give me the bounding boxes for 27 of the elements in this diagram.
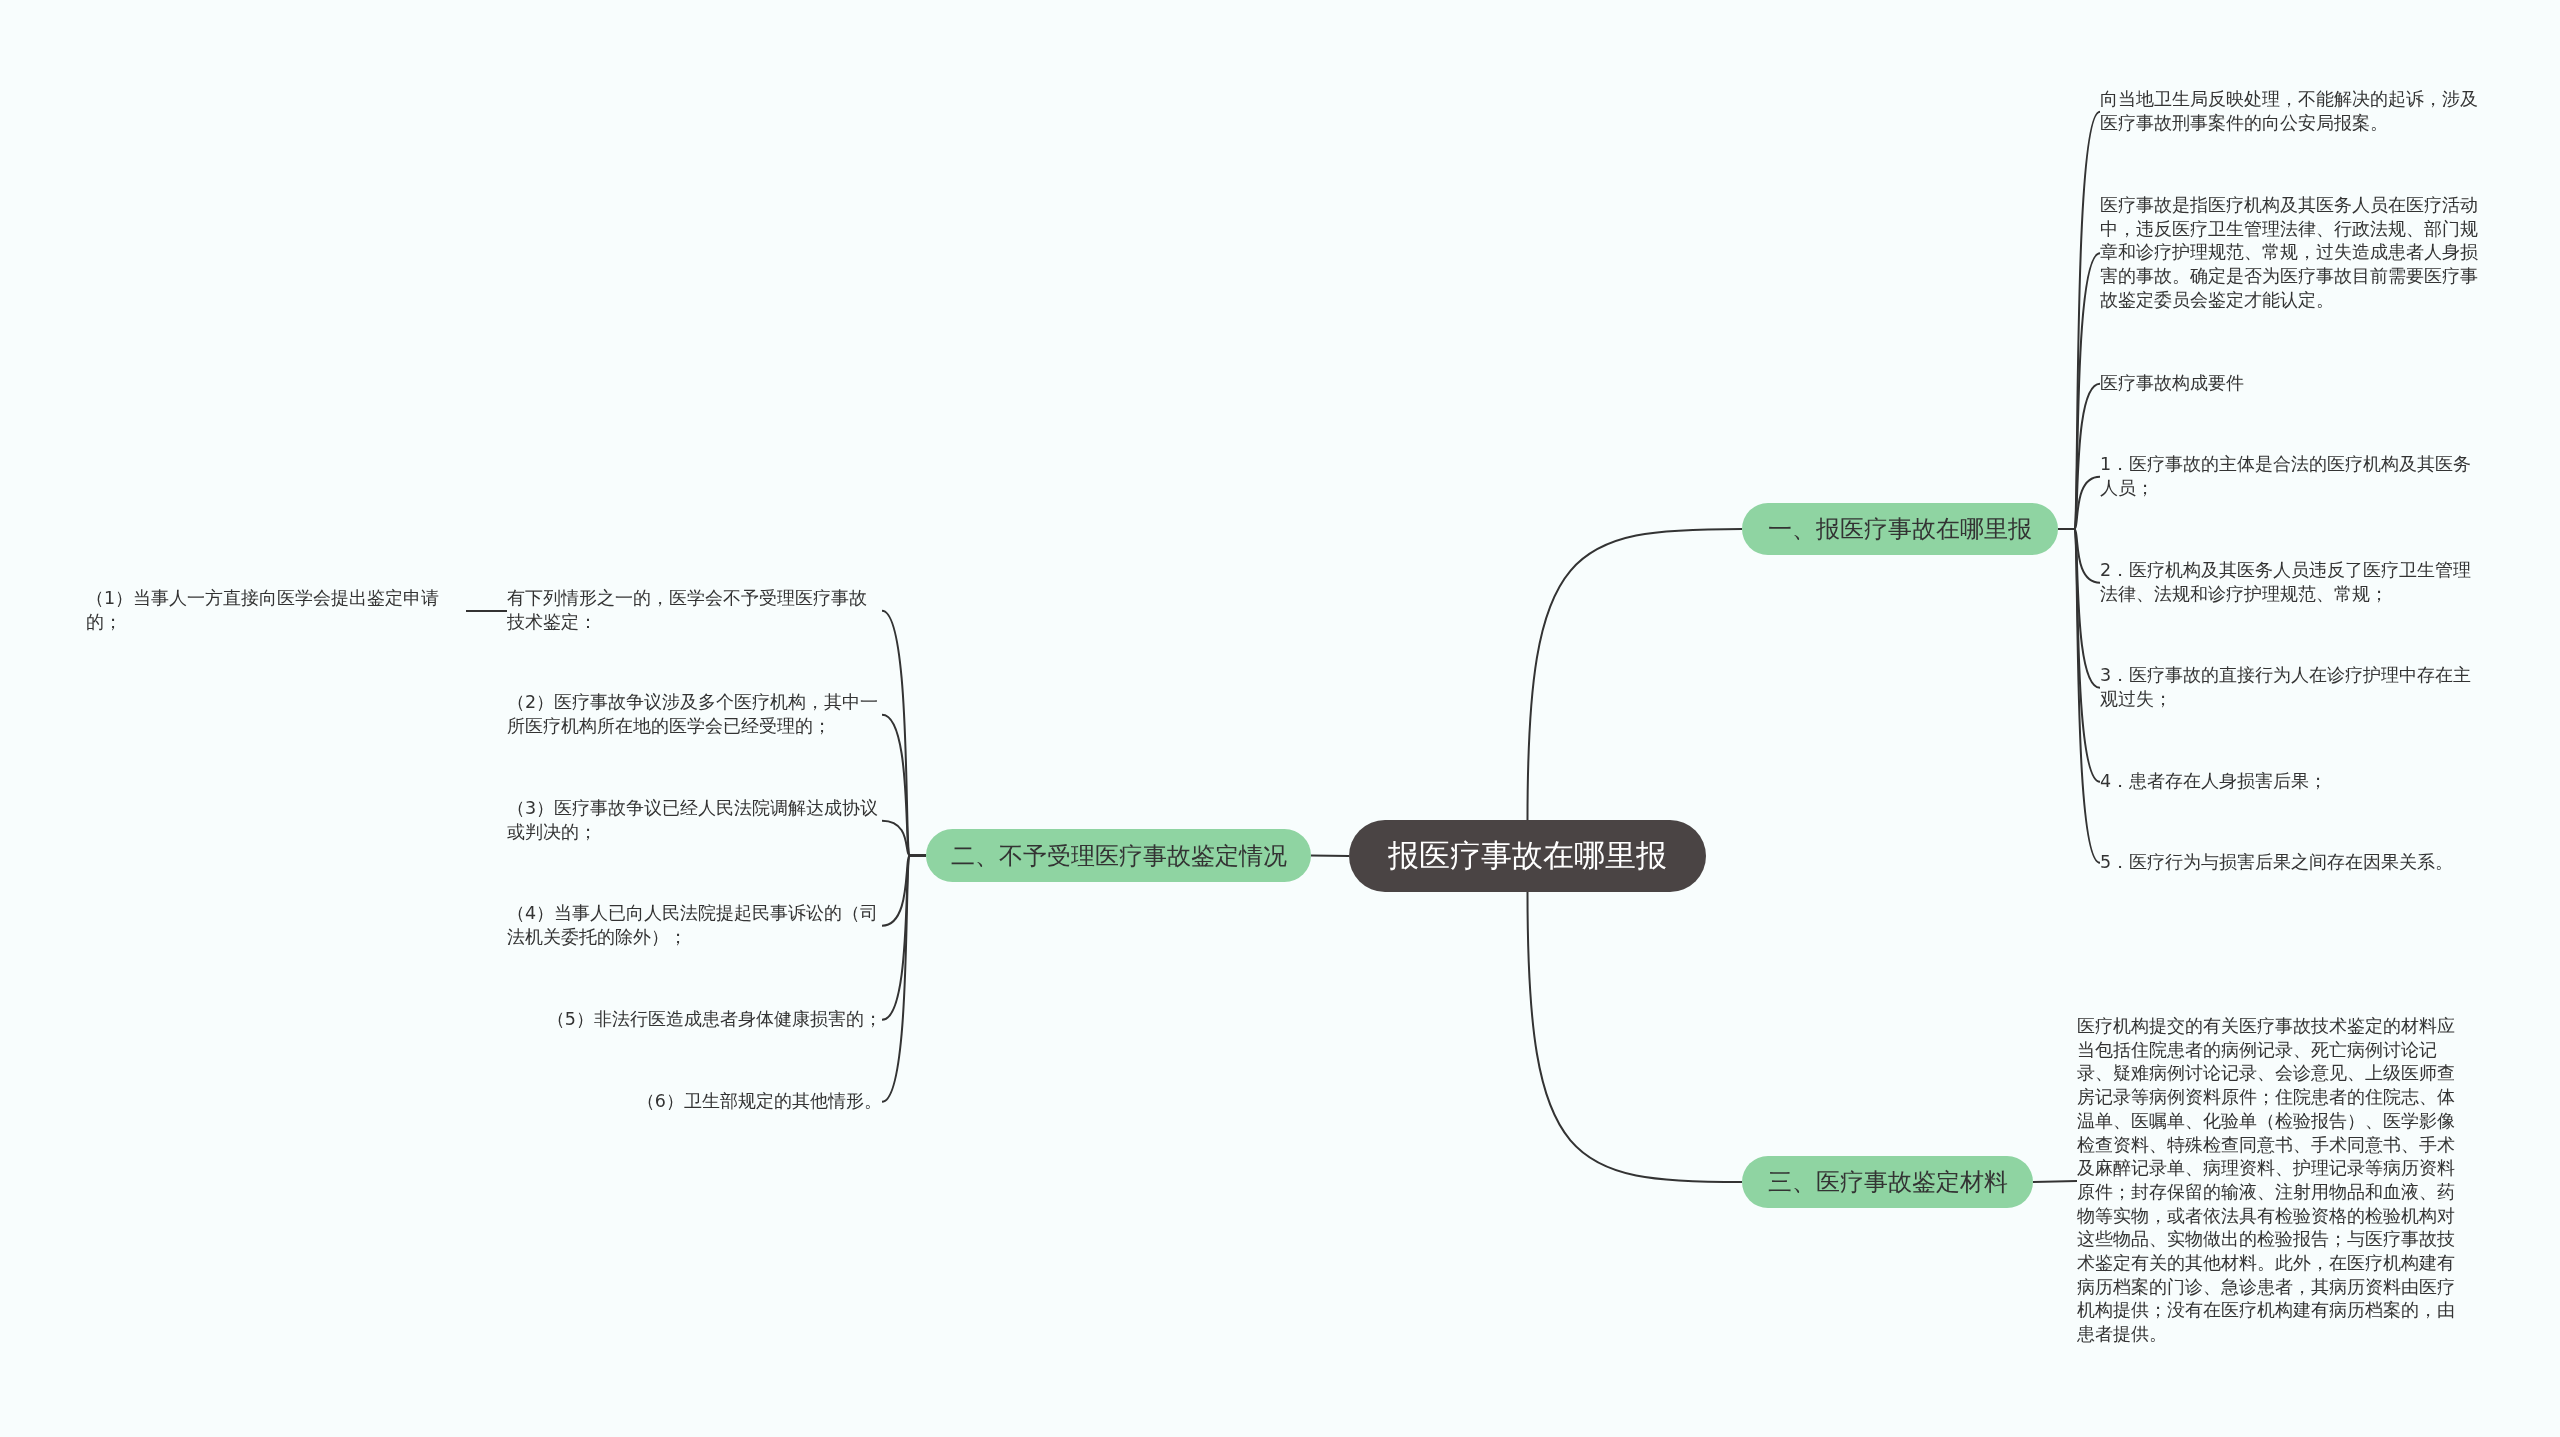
- topic-text: 3．医疗事故的直接行为人在诊疗护理中存在主观过失；: [2100, 664, 2480, 712]
- topic-text: 1．医疗事故的主体是合法的医疗机构及其医务人员；: [2100, 453, 2480, 501]
- topic-text: 有下列情形之一的，医学会不予受理医疗事故技术鉴定：: [507, 587, 882, 635]
- branch-topic: 二、不予受理医疗事故鉴定情况: [926, 829, 1311, 882]
- topic-text: （1）当事人一方直接向医学会提出鉴定申请的；: [86, 587, 466, 635]
- topic-text: 医疗事故构成要件: [2100, 372, 2244, 396]
- topic-text: 4．患者存在人身损害后果；: [2100, 770, 2328, 794]
- branch-topic: 三、医疗事故鉴定材料: [1742, 1156, 2033, 1208]
- topic-text: 向当地卫生局反映处理，不能解决的起诉，涉及医疗事故刑事案件的向公安局报案。: [2100, 88, 2480, 136]
- topic-text: 2．医疗机构及其医务人员违反了医疗卫生管理法律、法规和诊疗护理规范、常规；: [2100, 559, 2480, 607]
- branch-topic: 一、报医疗事故在哪里报: [1742, 503, 2058, 555]
- connector-line: [465, 610, 508, 612]
- connector-line: [1526, 528, 1743, 821]
- topic-text: 5．医疗行为与损害后果之间存在因果关系。: [2100, 851, 2454, 875]
- topic-text: （4）当事人已向人民法院提起民事诉讼的（司法机关委托的除外）；: [507, 902, 882, 950]
- connector-line: [2057, 528, 2101, 864]
- topic-text: （3）医疗事故争议已经人民法院调解达成协议或判决的；: [507, 797, 882, 845]
- connector-line: [881, 854, 927, 1103]
- root-topic: 报医疗事故在哪里报: [1349, 820, 1706, 892]
- connector-line: [2032, 1179, 2078, 1183]
- topic-text: （5）非法行医造成患者身体健康损害的；: [546, 1008, 882, 1032]
- connector-line: [1310, 854, 1350, 857]
- topic-text: 医疗事故是指医疗机构及其医务人员在医疗活动中，违反医疗卫生管理法律、行政法规、部门规章和诊疗护理规范、常规，过失造成患者人身损害的事故。确定是否为医疗事故目前需要医疗事故鉴定委员会鉴定才能认定。: [2100, 194, 2480, 313]
- topic-text: （6）卫生部规定的其他情形。: [636, 1090, 882, 1114]
- topic-text: 医疗机构提交的有关医疗事故技术鉴定的材料应当包括住院患者的病例记录、死亡病例讨论记录、疑难病例讨论记录、会诊意见、上级医师查房记录等病例资料原件；住院患者的住院志、体温单、医嘱单、化验单（检验报告）、医学影像检查资料、特殊检查同意书、手术同意书、手术及麻醉记录单、病理资料、护理记录等病历资料原件；封存保留的输液、注射用物品和血液、药物等实物，或者依法具有检验资格的检验机构对这些物品、实物做出的检验报告；与医疗事故技术鉴定有关的其他材料。此外，在医疗机构建有病历档案的门诊、急诊患者，其病历资料由医疗机构提供；没有在医疗机构建有病历档案的，由患者提供。: [2077, 1015, 2455, 1347]
- topic-text: （2）医疗事故争议涉及多个医疗机构，其中一所医疗机构所在地的医学会已经受理的；: [507, 691, 882, 739]
- connector-line: [1526, 891, 1743, 1183]
